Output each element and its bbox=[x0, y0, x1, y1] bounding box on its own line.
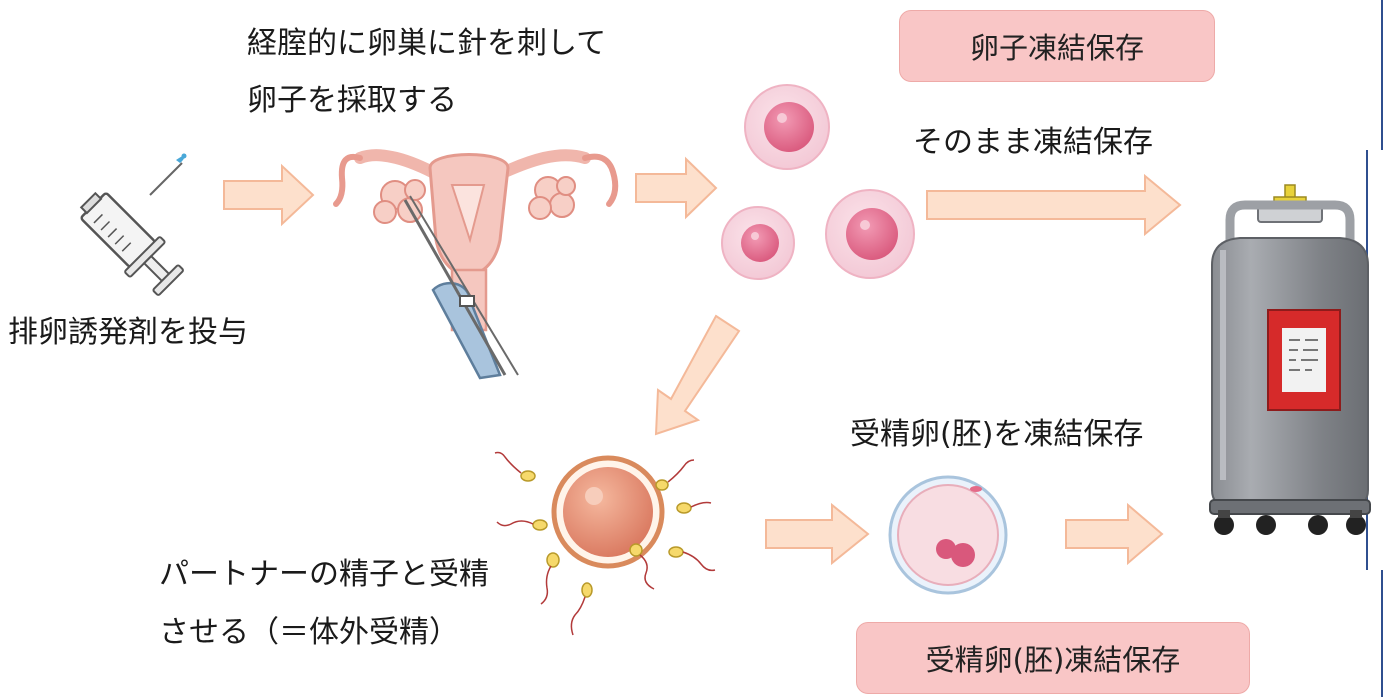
syringe-icon bbox=[71, 154, 189, 301]
uterus-icon bbox=[336, 155, 615, 379]
arrow-fertilization-to-embryo bbox=[766, 505, 868, 563]
embryo-freeze-badge: 受精卵(胚)凍結保存 bbox=[856, 622, 1250, 694]
fertilize-caption-line1: パートナーの精子と受精 bbox=[159, 560, 489, 590]
arrow-uterus-to-egg bbox=[636, 159, 716, 217]
fertilize-caption-line2: させる（＝体外受精） bbox=[159, 618, 459, 648]
needle-caption-line2: 卵子を採取する bbox=[247, 86, 457, 116]
needle-caption-line1: 経腟的に卵巣に針を刺して bbox=[247, 29, 606, 59]
arrow-syringe-to-uterus bbox=[224, 166, 313, 224]
egg-freeze-badge: 卵子凍結保存 bbox=[899, 10, 1215, 82]
arrow-embryo-to-tank bbox=[1066, 505, 1162, 563]
embryo-freeze-caption: 受精卵(胚)を凍結保存 bbox=[850, 420, 1143, 450]
ovulation-caption: 排卵誘発剤を投与 bbox=[8, 318, 248, 348]
cryo-tank-icon bbox=[1210, 185, 1370, 535]
embryo-icon bbox=[890, 477, 1006, 593]
egg-cell-icon bbox=[722, 85, 914, 279]
arrow-egg-to-tank bbox=[927, 176, 1180, 234]
arrow-egg-to-fertilization bbox=[656, 316, 739, 434]
sperm-egg-icon bbox=[495, 453, 715, 636]
egg-freeze-subcaption: そのまま凍結保存 bbox=[913, 128, 1153, 158]
